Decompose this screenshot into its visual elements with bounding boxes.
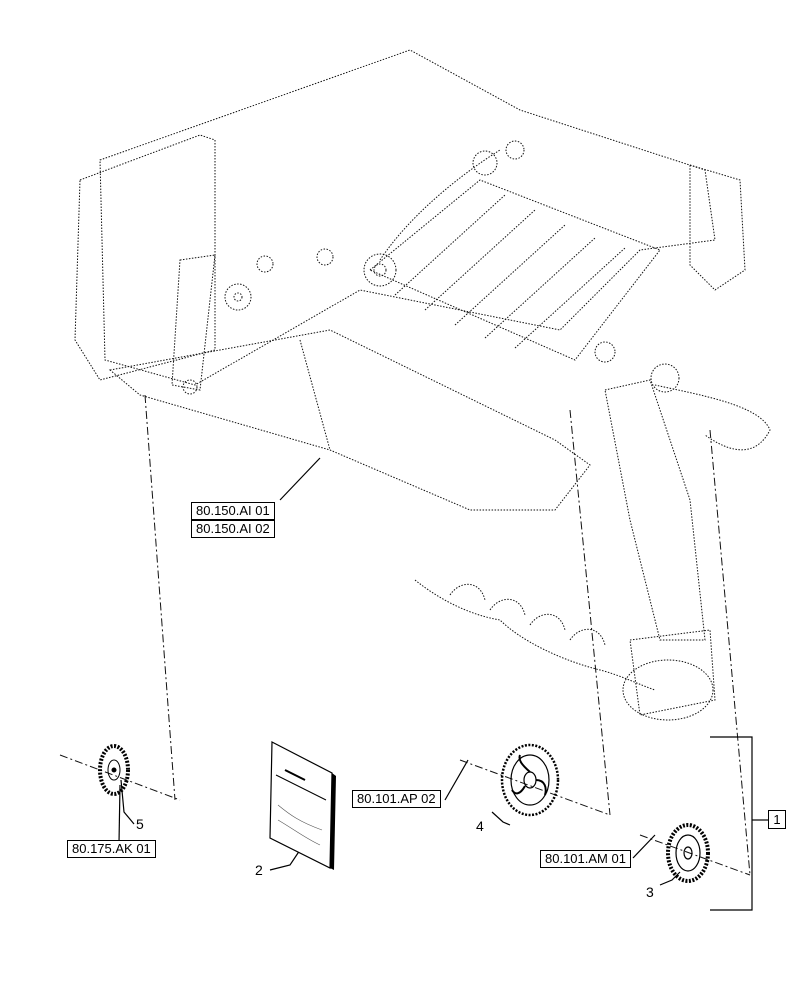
callout-item-4: 4 (476, 818, 484, 834)
reference-label-101-ap[interactable]: 80.101.AP 02 (352, 790, 441, 808)
pulley-small-icon (666, 823, 710, 883)
reference-label-175-ak[interactable]: 80.175.AK 01 (67, 840, 156, 858)
reference-label-150-02[interactable]: 80.150.AI 02 (191, 520, 275, 538)
manual-icon (269, 741, 336, 870)
callout-item-3: 3 (646, 884, 654, 900)
callout-item-2: 2 (255, 862, 263, 878)
callout-item-5: 5 (136, 816, 144, 832)
reference-label-101-am[interactable]: 80.101.AM 01 (540, 850, 631, 868)
callout-item-1: 1 (768, 810, 786, 829)
baler-frame-assembly (59, 49, 771, 876)
pulley-large-icon (500, 743, 560, 817)
sprocket-icon (98, 744, 130, 796)
reference-label-150-01[interactable]: 80.150.AI 01 (191, 502, 275, 520)
frame-pulleys (182, 140, 680, 395)
